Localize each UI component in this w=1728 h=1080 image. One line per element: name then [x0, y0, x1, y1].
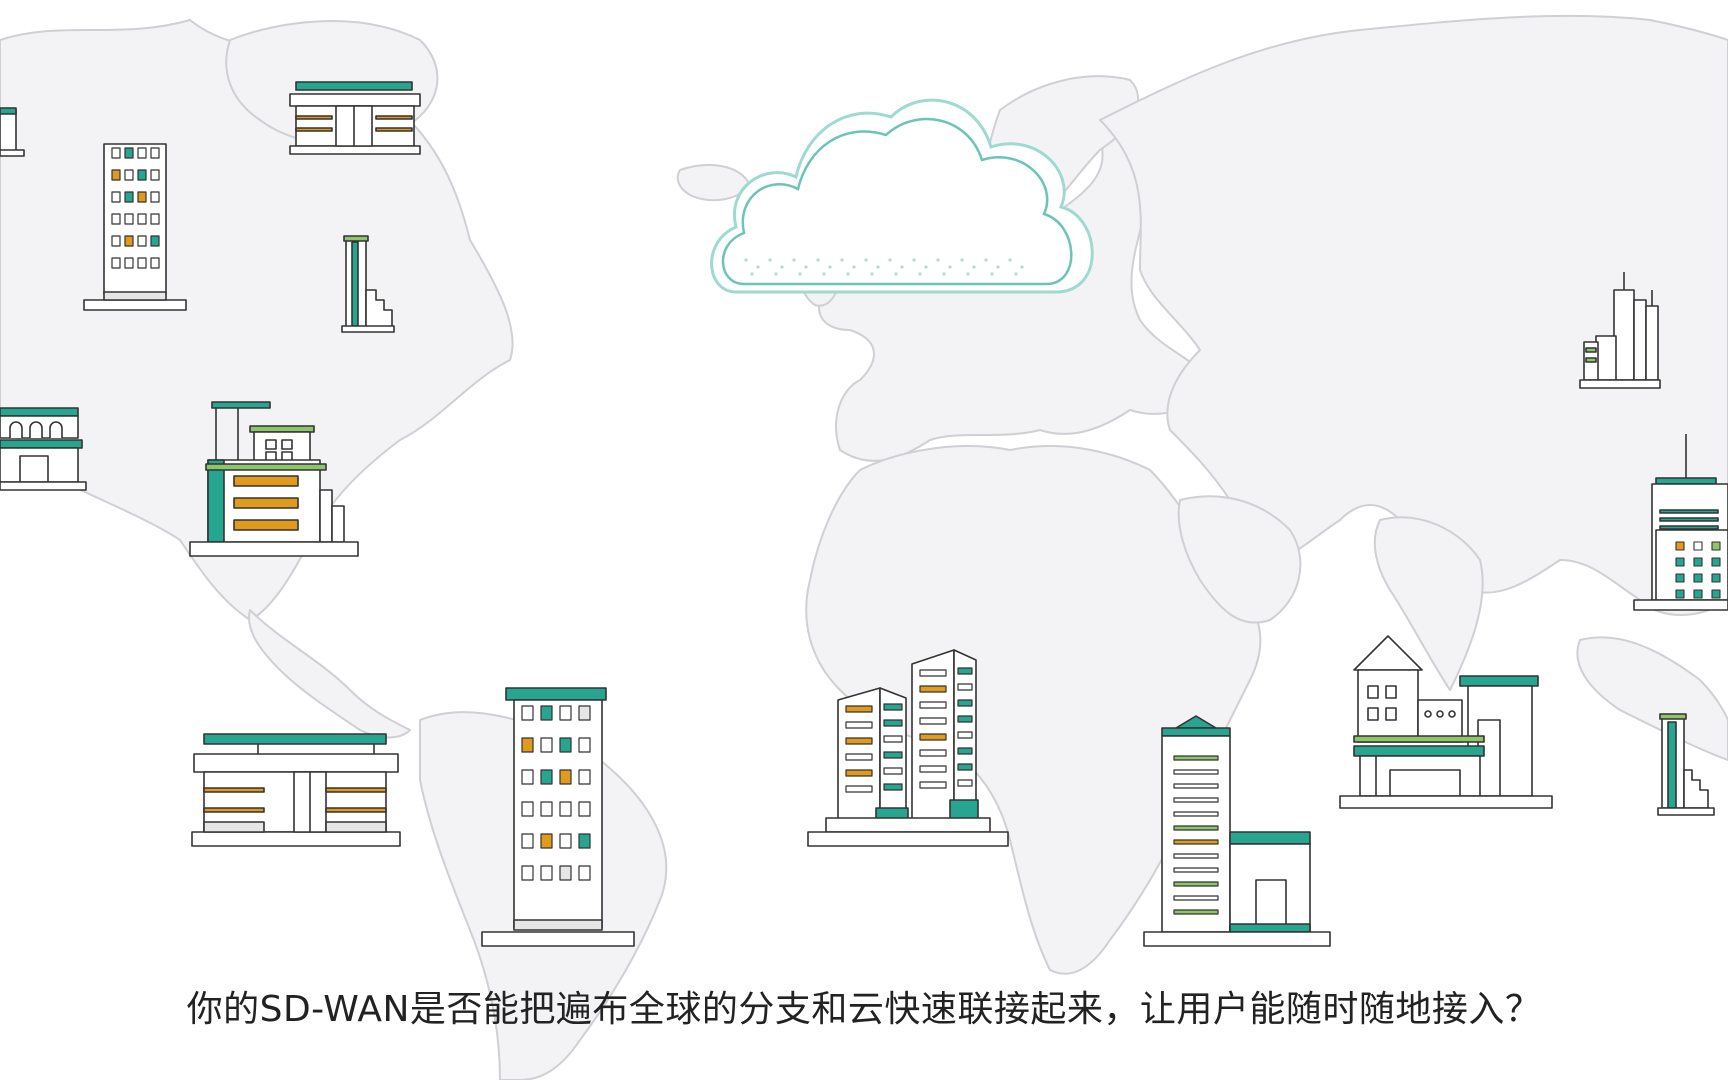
twin-towers-icon — [807, 649, 1009, 847]
cloud-dots — [744, 258, 1024, 276]
narrow-tower-2-icon — [1657, 713, 1715, 816]
narrow-tower-icon — [341, 235, 395, 333]
cloud-icon — [710, 98, 1094, 294]
classic-building-icon — [0, 407, 87, 491]
office-tower-icon — [83, 143, 187, 311]
staircase-building-icon — [1143, 715, 1331, 947]
africa-continent — [805, 445, 1262, 975]
central-america — [248, 609, 411, 739]
low-office-building-icon — [289, 81, 421, 155]
house-building-icon — [1339, 635, 1553, 809]
indian-subcontinent — [1373, 516, 1484, 691]
campus-building-icon — [189, 401, 359, 557]
iceland — [676, 164, 751, 202]
antenna-tower-icon — [1633, 434, 1728, 611]
office-tower-2-icon — [481, 687, 635, 947]
subtitle-caption: 你的SD-WAN是否能把遍布全球的分支和云快速联接起来，让用户能随时随地接入？ — [186, 989, 1542, 1030]
skyscraper-cluster-icon — [1579, 272, 1661, 389]
small-shop-icon — [0, 107, 25, 157]
world-map — [0, 14, 1728, 1080]
southeast-asia-islands — [1576, 636, 1728, 761]
arabian-peninsula — [1177, 495, 1302, 624]
retail-store-icon — [191, 733, 401, 847]
